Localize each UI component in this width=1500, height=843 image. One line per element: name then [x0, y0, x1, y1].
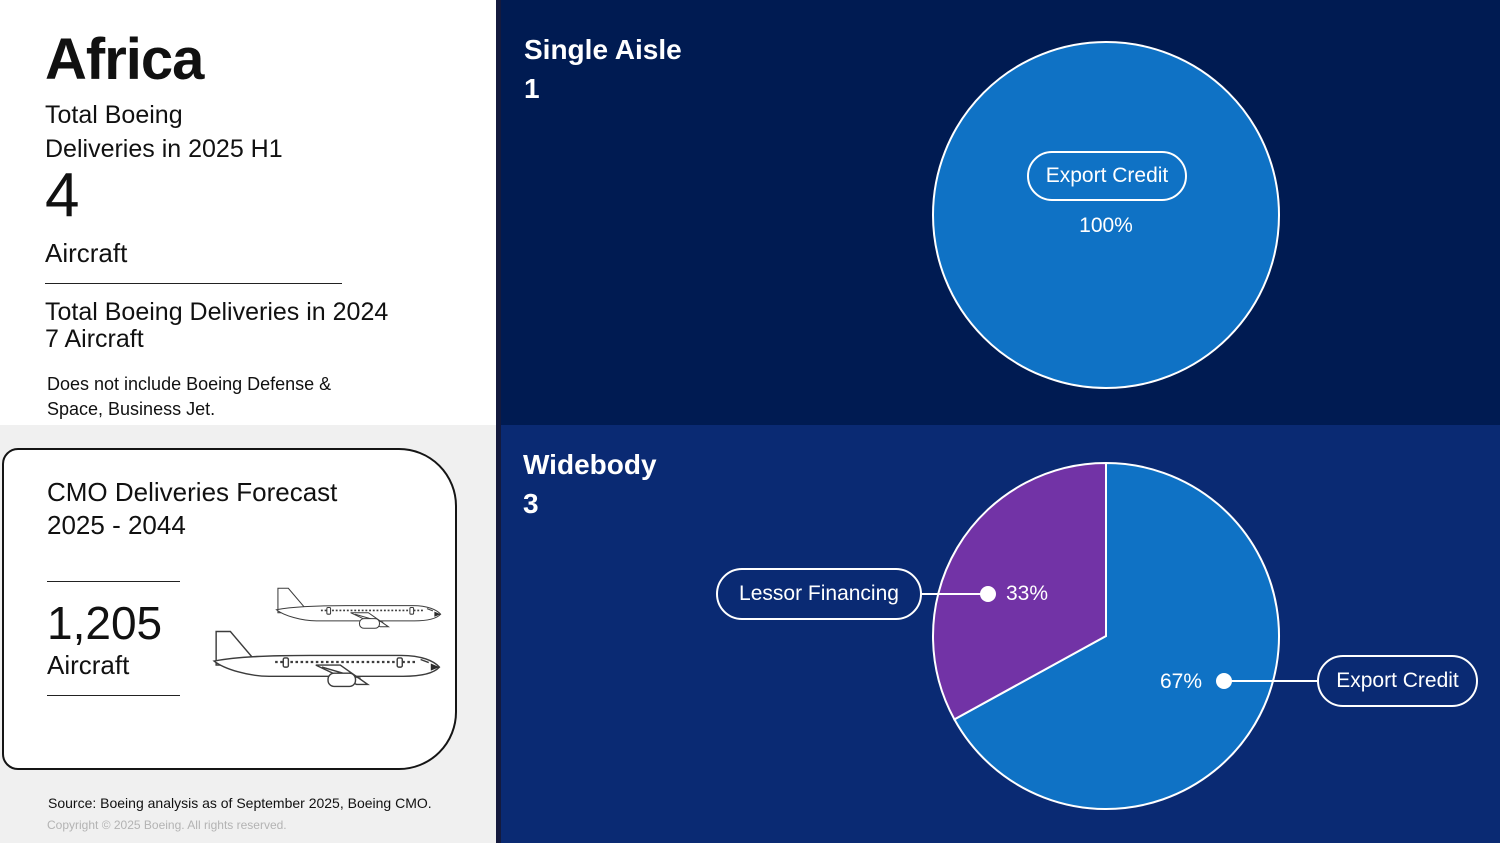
source-text: Source: Boeing analysis as of September … [48, 795, 432, 811]
lessor-financing-label: Lessor Financing [739, 582, 899, 605]
pie-slice [932, 461, 1107, 721]
widebody-heading: Widebody 3 [523, 445, 657, 523]
forecast-count: 1,205 [47, 597, 163, 649]
export-credit-label: Export Credit [1045, 164, 1169, 187]
export-credit-label-pill: Export Credit [1027, 151, 1187, 201]
single-aisle-title: Single Aisle [524, 34, 682, 65]
aircraft-illustrations-icon [212, 587, 442, 688]
lessor-callout-line [920, 593, 982, 595]
export-credit-wb-label: Export Credit [1336, 669, 1459, 692]
forecast-rule-bottom [47, 695, 180, 696]
export-credit-wb-percentage: 67% [1159, 670, 1202, 693]
lessor-financing-label-pill: Lessor Financing [716, 568, 922, 620]
single-aisle-count: 1 [524, 73, 540, 104]
export-credit-wb-label-pill: Export Credit [1317, 655, 1478, 707]
widebody-pie-chart [932, 461, 1281, 810]
lessor-callout-dot [980, 586, 996, 602]
exclusion-note: Does not include Boeing Defense & Space,… [47, 374, 332, 419]
narrowbody-plane-icon [275, 587, 442, 630]
forecast-rule-top [47, 581, 180, 582]
region-title: Africa [45, 27, 204, 92]
stats-divider-line [45, 283, 342, 284]
deliveries-2024-text: Total Boeing Deliveries in 2024 7 Aircra… [45, 298, 389, 353]
export-callout-line [1231, 680, 1318, 682]
export-callout-dot [1216, 673, 1232, 689]
single-aisle-pie-chart [932, 41, 1280, 389]
lessor-financing-percentage: 33% [1006, 582, 1049, 605]
pie-slice [953, 461, 1281, 810]
export-credit-percentage: 100% [1079, 214, 1133, 237]
pie-slice [932, 41, 1280, 389]
copyright-text: Copyright © 2025 Boeing. All rights rese… [47, 818, 287, 832]
forecast-unit: Aircraft [47, 650, 130, 680]
deliveries-2025-unit: Aircraft [45, 238, 128, 268]
cmo-forecast-card: CMO Deliveries Forecast 2025 - 2044 1,20… [2, 448, 457, 770]
panel-left-top [0, 0, 500, 425]
single-aisle-heading: Single Aisle 1 [524, 30, 682, 108]
widebody-count: 3 [523, 488, 539, 519]
deliveries-2025-count: 4 [45, 161, 80, 230]
widebody-title: Widebody [523, 449, 657, 480]
forecast-title: CMO Deliveries Forecast 2025 - 2044 [47, 477, 338, 540]
deliveries-2025-label: Total Boeing Deliveries in 2025 H1 [45, 101, 283, 163]
panel-divider [496, 0, 501, 843]
widebody-plane-icon [212, 630, 441, 688]
